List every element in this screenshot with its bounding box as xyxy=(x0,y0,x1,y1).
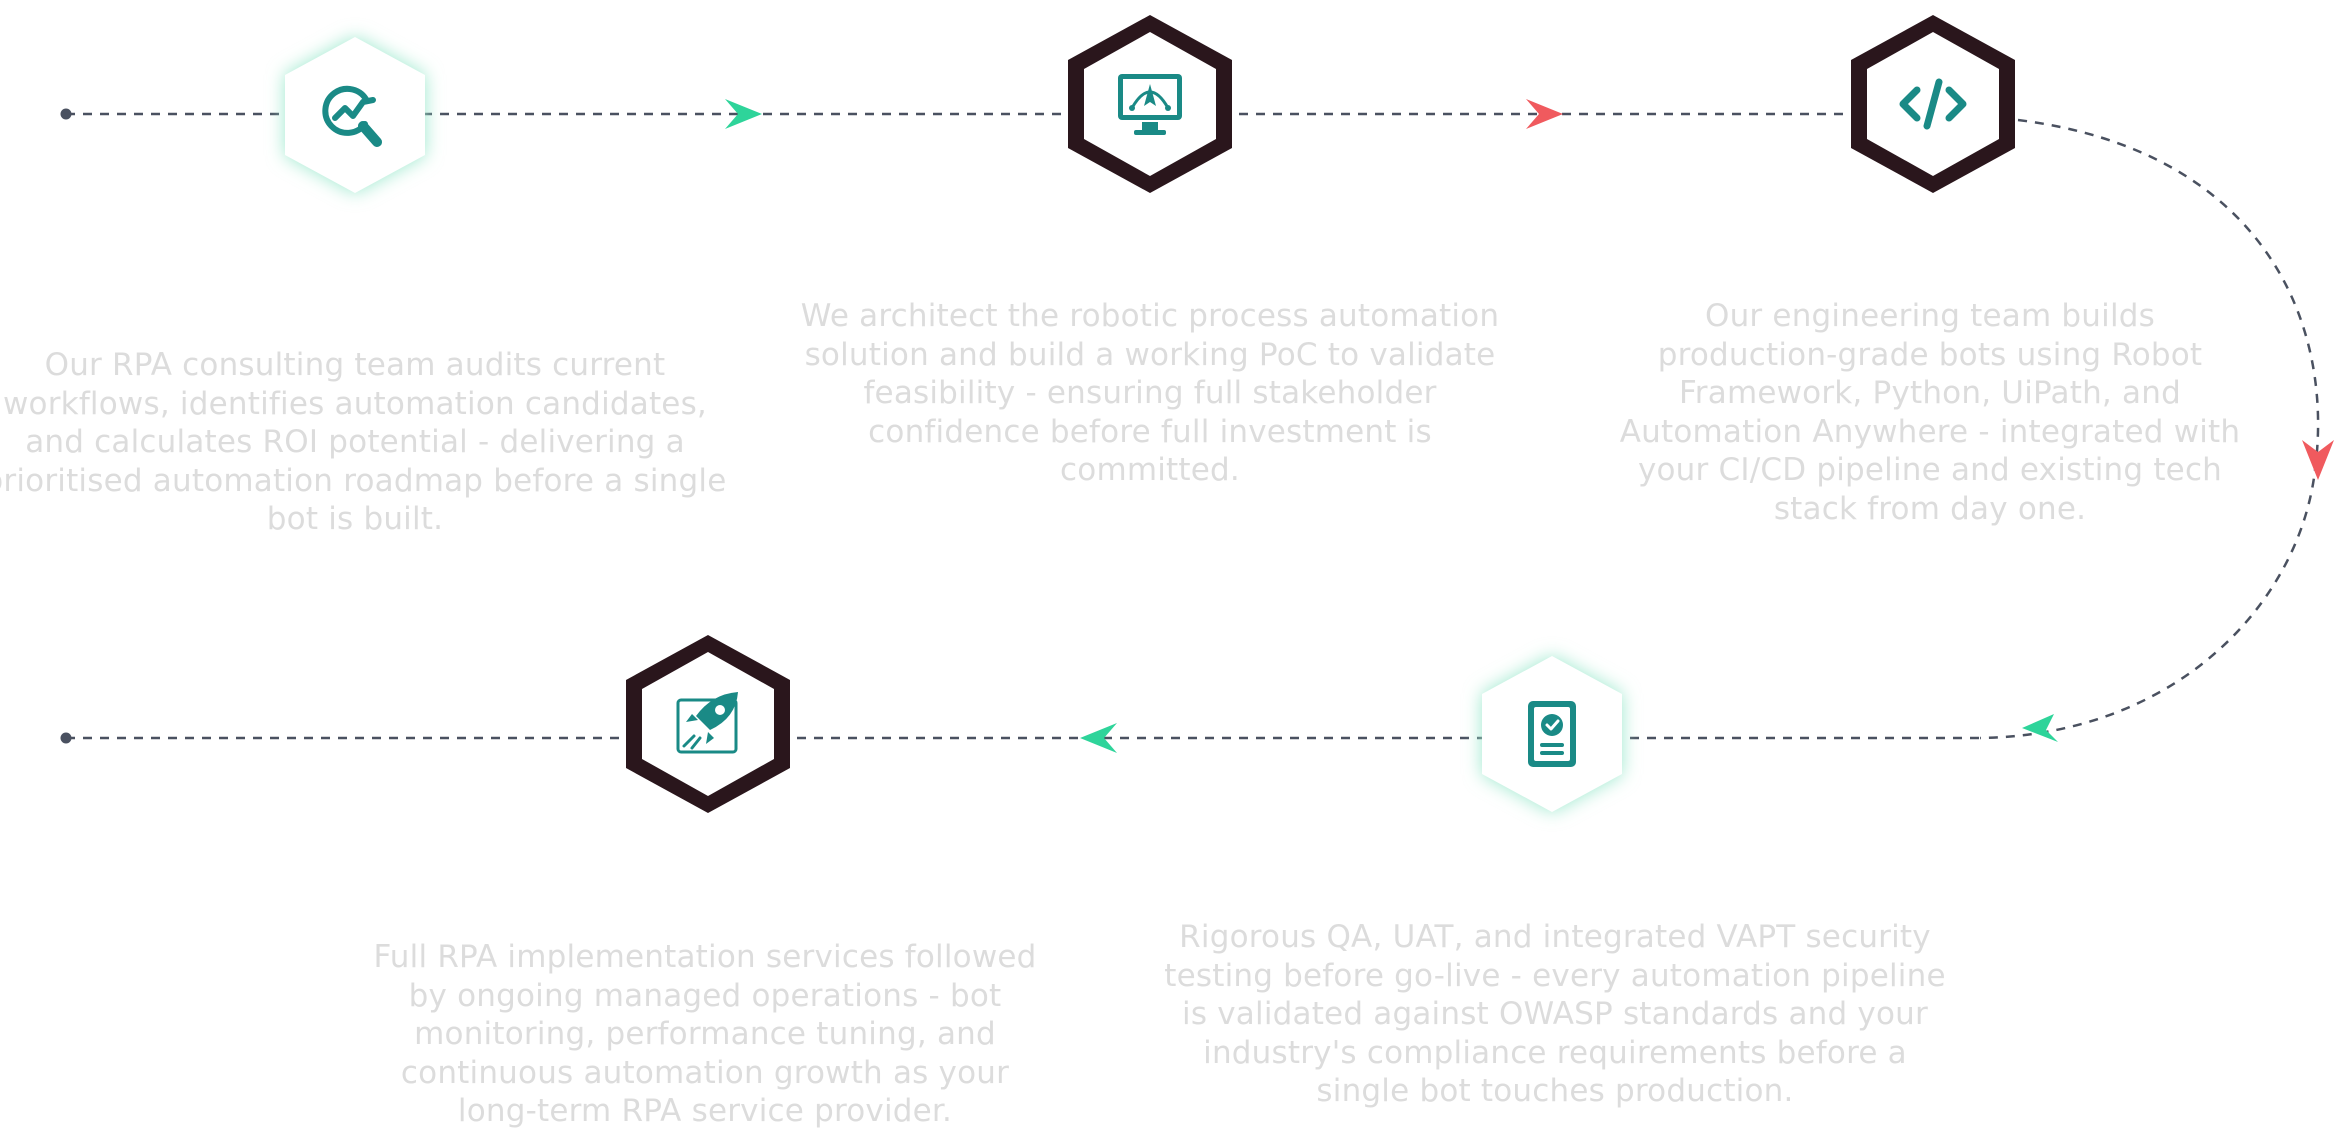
arrow-right-red-icon xyxy=(1526,99,1563,129)
step-5-hexagon xyxy=(618,627,798,821)
step-5-description: Full RPA implementation services followe… xyxy=(373,939,1037,1129)
step-3-description: Our engineering team builds production-g… xyxy=(1619,298,2241,527)
step-2-hexagon xyxy=(1060,7,1240,201)
design-monitor-pen-icon xyxy=(1112,66,1188,142)
timeline-start-dot xyxy=(60,108,72,120)
step-1-description: Our RPA consulting team audits current w… xyxy=(0,347,727,537)
analysis-chart-magnifier-icon xyxy=(317,76,393,152)
step-4-hexagon xyxy=(1462,636,1642,830)
arrow-down-red-icon xyxy=(2302,440,2334,480)
rocket-launch-icon xyxy=(670,686,746,762)
code-brackets-icon xyxy=(1895,66,1971,142)
secure-document-badge-icon xyxy=(1514,695,1590,771)
arrow-left-green-icon xyxy=(1080,723,1117,753)
step-1-hexagon xyxy=(265,17,445,211)
arrow-right-green-icon xyxy=(725,99,762,129)
arrow-left-green-icon xyxy=(2022,714,2058,742)
timeline-end-dot xyxy=(60,732,72,744)
step-4-description: Rigorous QA, UAT, and integrated VAPT se… xyxy=(1164,919,1946,1109)
step-2-description: We architect the robotic process automat… xyxy=(800,298,1500,488)
step-3-hexagon xyxy=(1843,7,2023,201)
